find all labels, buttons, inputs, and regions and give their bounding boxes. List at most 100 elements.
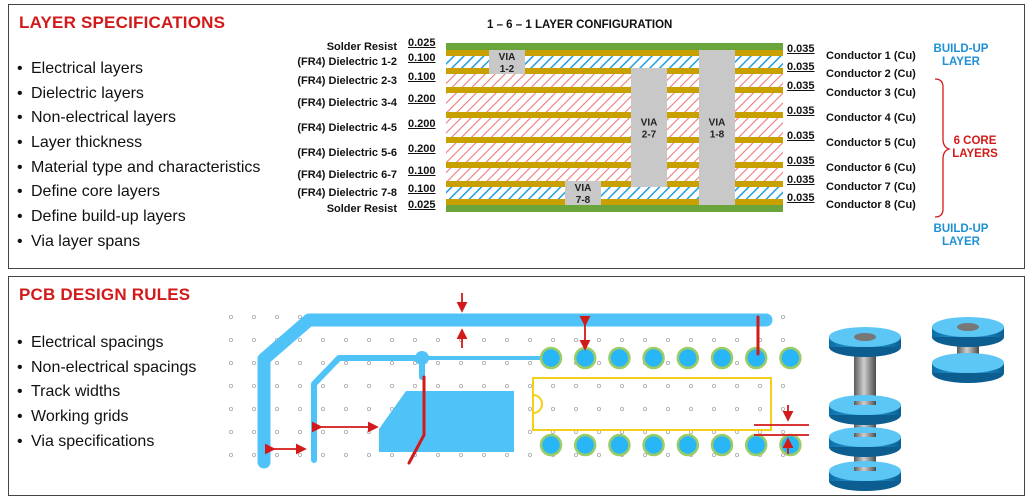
grid-dot bbox=[666, 452, 671, 457]
grid-dot bbox=[274, 452, 279, 457]
grid-dot bbox=[297, 452, 302, 457]
grid-dot bbox=[597, 384, 602, 389]
track-via bbox=[415, 351, 429, 365]
grid-dot bbox=[297, 406, 302, 411]
grid-dot bbox=[528, 338, 533, 343]
conductor-layer bbox=[446, 162, 783, 168]
grid-dot bbox=[435, 384, 440, 389]
grid-dot bbox=[620, 338, 625, 343]
grid-dot bbox=[228, 338, 233, 343]
via-span-label: 2-7 bbox=[642, 130, 657, 141]
grid-dot bbox=[481, 384, 486, 389]
grid-dot bbox=[274, 361, 279, 366]
grid-dot bbox=[297, 361, 302, 366]
grid-dot bbox=[343, 406, 348, 411]
component-pad bbox=[744, 433, 768, 457]
grid-dot bbox=[251, 452, 256, 457]
grid-dot bbox=[228, 384, 233, 389]
conductor-label: Conductor 2 (Cu) bbox=[826, 68, 916, 80]
grid-dot bbox=[528, 452, 533, 457]
grid-dot bbox=[389, 338, 394, 343]
via-stack-3d-icon bbox=[829, 327, 901, 491]
grid-dot bbox=[735, 406, 740, 411]
grid-dot bbox=[666, 406, 671, 411]
bullet-item: Dielectric layers bbox=[17, 82, 260, 107]
core-layers-bracket bbox=[934, 78, 952, 218]
grid-dot bbox=[389, 384, 394, 389]
grid-dot bbox=[366, 406, 371, 411]
conductor-thickness-right: 0.035 bbox=[787, 80, 815, 92]
grid-dot bbox=[551, 384, 556, 389]
grid-dot bbox=[735, 452, 740, 457]
grid-dot bbox=[712, 406, 717, 411]
grid-dot bbox=[689, 406, 694, 411]
grid-dot bbox=[551, 338, 556, 343]
conductor-layer bbox=[446, 112, 783, 118]
grid-dot bbox=[343, 452, 348, 457]
via-span-label: 1-2 bbox=[500, 64, 515, 75]
layer-thickness-left: 0.025 bbox=[408, 198, 436, 211]
component-pad bbox=[710, 433, 734, 457]
grid-dot bbox=[228, 452, 233, 457]
grid-dot bbox=[320, 452, 325, 457]
grid-dot bbox=[343, 429, 348, 434]
conductor-thickness-right: 0.035 bbox=[787, 43, 815, 55]
grid-dot bbox=[504, 452, 509, 457]
grid-dot bbox=[689, 384, 694, 389]
conductor-label: Conductor 3 (Cu) bbox=[826, 87, 916, 99]
grid-dot bbox=[643, 406, 648, 411]
component-pad bbox=[573, 346, 597, 370]
layer-left-label: (FR4) Dielectric 1-2 bbox=[297, 56, 397, 68]
conductor-layer bbox=[446, 199, 783, 205]
conductor-thickness-right: 0.035 bbox=[787, 105, 815, 117]
conductor-thickness-right: 0.035 bbox=[787, 61, 815, 73]
grid-dot bbox=[735, 338, 740, 343]
grid-dot bbox=[228, 315, 233, 320]
grid-dot bbox=[712, 338, 717, 343]
conductor-layer bbox=[446, 87, 783, 93]
layer-specifications-title: LAYER SPECIFICATIONS bbox=[19, 13, 226, 32]
conductor-label: Conductor 8 (Cu) bbox=[826, 199, 916, 211]
via-label: VIA bbox=[709, 118, 726, 129]
dielectric-layer bbox=[446, 187, 783, 199]
dielectric-layer bbox=[446, 168, 783, 181]
grid-dot bbox=[228, 406, 233, 411]
conductor-thickness-right: 0.035 bbox=[787, 192, 815, 204]
layer-thickness-left: 0.200 bbox=[408, 92, 436, 105]
grid-dot bbox=[712, 384, 717, 389]
grid-dot bbox=[320, 361, 325, 366]
grid-dot bbox=[458, 452, 463, 457]
component-pad bbox=[779, 346, 802, 370]
grid-dot bbox=[343, 384, 348, 389]
grid-dot bbox=[274, 429, 279, 434]
grid-dot bbox=[574, 452, 579, 457]
grid-dot bbox=[574, 384, 579, 389]
grid-dot bbox=[666, 361, 671, 366]
track-wide bbox=[257, 313, 773, 469]
grid-dot bbox=[366, 338, 371, 343]
grid-dot bbox=[528, 384, 533, 389]
layer-left-label: Solder Resist bbox=[326, 40, 397, 53]
grid-dot bbox=[735, 384, 740, 389]
pcb-layout-diagram bbox=[228, 293, 1004, 491]
grid-dot bbox=[343, 338, 348, 343]
component-pad bbox=[710, 346, 734, 370]
layer-thickness-left: 0.200 bbox=[408, 117, 436, 130]
grid-dot bbox=[297, 429, 302, 434]
grid-dot bbox=[758, 384, 763, 389]
grid-dot bbox=[689, 338, 694, 343]
layer-thickness-left: 0.100 bbox=[408, 183, 436, 195]
bullet-item: Electrical layers bbox=[17, 57, 260, 82]
conductor-layer bbox=[446, 68, 783, 74]
bullet-item: Define build-up layers bbox=[17, 205, 260, 230]
via-single-3d-icon bbox=[932, 317, 1004, 383]
pin1-notch bbox=[532, 394, 543, 414]
grid-dot bbox=[481, 338, 486, 343]
grid-dot bbox=[481, 361, 486, 366]
grid-dot bbox=[458, 384, 463, 389]
component-pad bbox=[642, 346, 665, 370]
conductor-thickness-right: 0.035 bbox=[787, 155, 815, 167]
